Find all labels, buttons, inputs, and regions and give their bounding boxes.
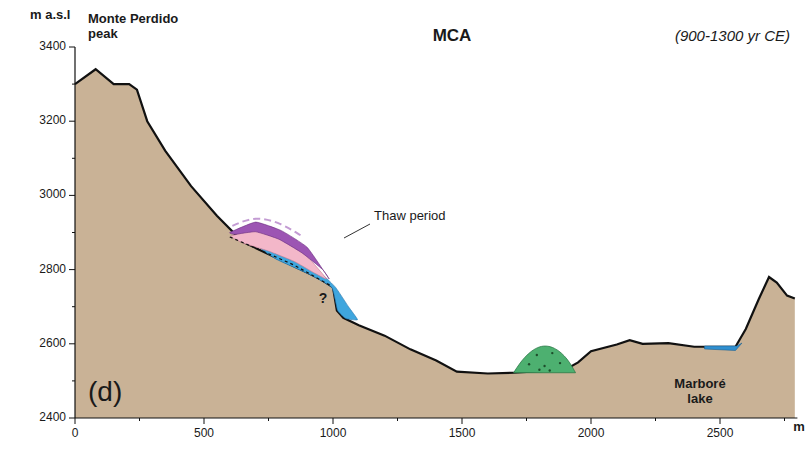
x-tick bbox=[139, 418, 140, 421]
x-tick-label: 500 bbox=[194, 427, 214, 441]
ice-layer bbox=[230, 222, 330, 279]
axis-unit: m a.s.l bbox=[30, 8, 70, 23]
ice-extent-dashed bbox=[232, 219, 302, 237]
x-tick bbox=[655, 418, 656, 421]
x-tick bbox=[204, 418, 205, 424]
x-tick bbox=[397, 418, 398, 421]
axes bbox=[69, 47, 797, 424]
phase-label: Thaw period bbox=[374, 209, 446, 224]
y-tick-label: 2600 bbox=[39, 337, 66, 351]
moraine bbox=[514, 346, 576, 373]
x-tick bbox=[75, 418, 76, 424]
y-tick bbox=[69, 195, 75, 196]
y-tick bbox=[72, 232, 75, 233]
uncertainty-mark: ? bbox=[319, 290, 328, 306]
panel-title: MCA bbox=[433, 26, 472, 46]
moraine-dot bbox=[538, 369, 540, 371]
y-tick bbox=[72, 380, 75, 381]
moraine-dot bbox=[536, 354, 538, 356]
x-tick bbox=[333, 418, 334, 424]
lake-name: Marboré lake bbox=[670, 377, 730, 407]
y-tick bbox=[69, 121, 75, 122]
x-tick bbox=[268, 418, 269, 421]
moraine-dot bbox=[549, 369, 551, 371]
y-tick-label: 3000 bbox=[39, 188, 66, 202]
y-tick-label: 2800 bbox=[39, 263, 66, 277]
y-tick bbox=[72, 306, 75, 307]
x-tick bbox=[526, 418, 527, 421]
x-tick-label: 1500 bbox=[449, 427, 476, 441]
y-tick bbox=[72, 158, 75, 159]
x-axis-unit: m bbox=[793, 420, 805, 435]
bed-dashed bbox=[230, 237, 331, 286]
y-tick bbox=[69, 343, 75, 344]
x-tick-label: 0 bbox=[72, 427, 79, 441]
y-tick bbox=[72, 84, 75, 85]
moraine-dot bbox=[543, 365, 545, 367]
x-tick-label: 1000 bbox=[320, 427, 347, 441]
y-tick bbox=[69, 47, 75, 48]
y-tick-label: 3400 bbox=[39, 40, 66, 54]
lake-water bbox=[705, 343, 742, 350]
y-tick bbox=[69, 418, 75, 419]
x-tick bbox=[462, 418, 463, 424]
x-tick-label: 2500 bbox=[707, 427, 734, 441]
y-tick bbox=[69, 269, 75, 270]
y-tick-label: 3200 bbox=[39, 114, 66, 128]
leader-line bbox=[344, 224, 370, 238]
moraine-dot bbox=[551, 352, 553, 354]
moraine-dot bbox=[559, 362, 561, 364]
x-tick bbox=[720, 418, 721, 424]
peak-name: Monte Perdido peak bbox=[88, 12, 188, 42]
moraine-dot bbox=[528, 363, 530, 365]
y-tick-label: 2400 bbox=[39, 411, 66, 425]
x-axis bbox=[75, 417, 797, 418]
terrain-fill bbox=[75, 69, 795, 418]
x-tick bbox=[784, 418, 785, 421]
period-range: (900-1300 yr CE) bbox=[675, 27, 790, 44]
terrain-profile bbox=[75, 69, 795, 373]
x-tick bbox=[591, 418, 592, 424]
x-tick-label: 2000 bbox=[578, 427, 605, 441]
panel-letter: (d) bbox=[88, 376, 122, 408]
